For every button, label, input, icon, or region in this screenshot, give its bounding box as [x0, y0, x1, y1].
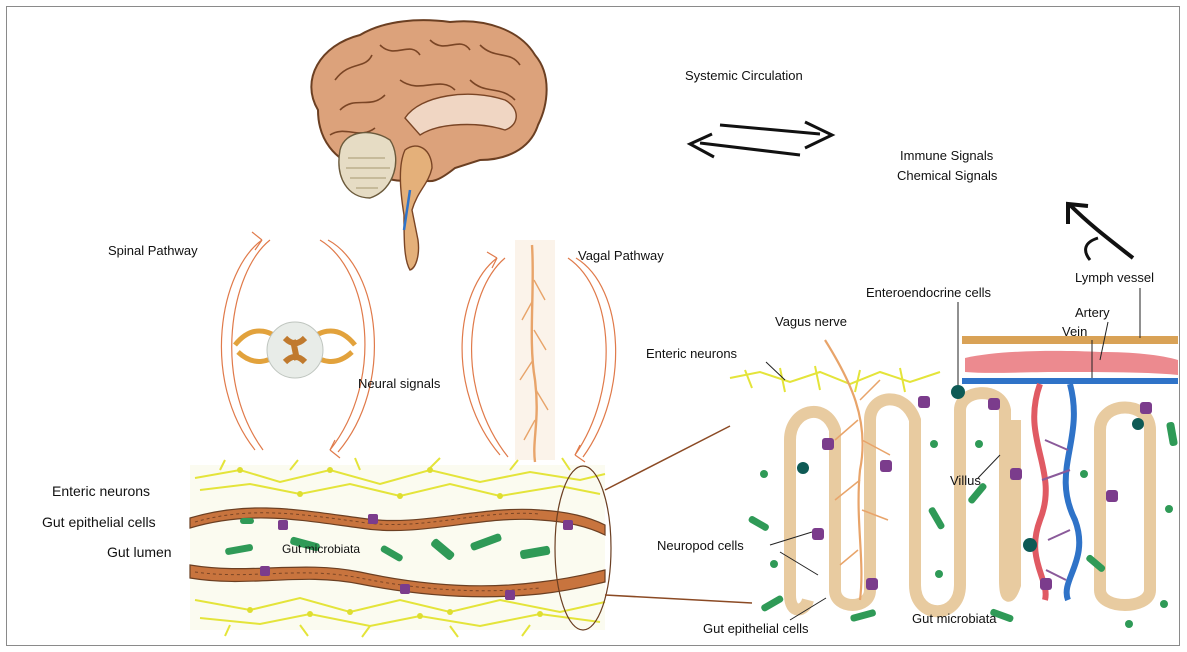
label-gut-epithelial-right: Gut epithelial cells: [703, 621, 809, 636]
lymph-upward-arrow: [1068, 204, 1133, 260]
label-villus: Villus: [950, 473, 981, 488]
label-spinal-pathway: Spinal Pathway: [108, 243, 198, 258]
label-enteric-neurons-right: Enteric neurons: [646, 346, 738, 361]
label-neural-signals: Neural signals: [358, 376, 441, 391]
label-neuropod-cells: Neuropod cells: [657, 538, 744, 553]
systemic-circulation-arrows: [690, 122, 832, 157]
label-enteric-neurons-left: Enteric neurons: [52, 483, 150, 499]
label-gut-microbiata-right: Gut microbiata: [912, 611, 997, 626]
label-chemical-signals: Chemical Signals: [897, 168, 998, 183]
label-systemic-circulation: Systemic Circulation: [685, 68, 803, 83]
label-artery: Artery: [1075, 305, 1110, 320]
vagus-nerve-strip: [515, 240, 555, 462]
label-gut-lumen: Gut lumen: [107, 544, 172, 560]
label-vein: Vein: [1062, 324, 1087, 339]
label-enteroendocrine-cells: Enteroendocrine cells: [866, 285, 992, 300]
label-gut-epithelial-left: Gut epithelial cells: [42, 514, 156, 530]
label-vagal-pathway: Vagal Pathway: [578, 248, 664, 263]
label-lymph-vessel: Lymph vessel: [1075, 270, 1154, 285]
label-immune-signals: Immune Signals: [900, 148, 994, 163]
brain-illustration: [311, 20, 546, 270]
spinal-cord-cross-section: [235, 322, 355, 378]
label-vagus-nerve: Vagus nerve: [775, 314, 847, 329]
label-gut-microbiata-left: Gut microbiata: [282, 542, 360, 556]
gut-cross-section-left: [190, 458, 611, 637]
zoom-connector-lines: [605, 426, 752, 603]
